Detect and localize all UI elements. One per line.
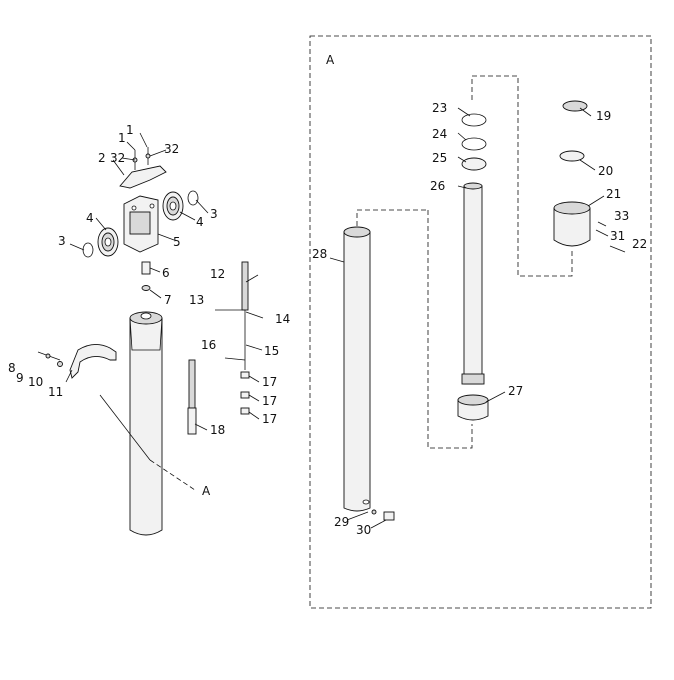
washer	[141, 285, 151, 291]
washer-29	[371, 509, 377, 515]
callout-16: 16	[201, 338, 216, 352]
detail-letter-a: A	[326, 53, 335, 67]
callout-14: 14	[275, 312, 290, 326]
link-17a	[240, 371, 250, 379]
callout-2: 2	[98, 151, 106, 165]
callout-3b: 3	[210, 207, 218, 221]
wheel-left	[97, 227, 119, 257]
washer-32b	[145, 153, 151, 159]
callout-a-left: A	[202, 484, 211, 498]
callout-29: 29	[334, 515, 349, 529]
callout-4a: 4	[86, 211, 94, 225]
pin-33	[597, 221, 607, 227]
pin-16	[224, 357, 246, 361]
pin	[141, 261, 151, 275]
wheel-right	[162, 191, 184, 221]
ring-20	[559, 150, 585, 162]
callout-9: 9	[16, 371, 24, 385]
callout-18: 18	[210, 423, 225, 437]
callout-12: 12	[210, 267, 225, 281]
callout-22: 22	[632, 237, 647, 251]
callout-1a: 1	[118, 131, 126, 145]
screw-22	[609, 245, 626, 253]
sleeve	[457, 394, 489, 421]
snap-ring-left	[82, 242, 94, 258]
callout-28: 28	[312, 247, 327, 261]
callout-17b: 17	[262, 394, 277, 408]
detail-a-frame	[309, 35, 652, 609]
nut-10	[57, 361, 63, 367]
callout-1b: 1	[126, 123, 134, 137]
callout-26: 26	[430, 179, 445, 193]
callout-7: 7	[164, 293, 172, 307]
callout-4b: 4	[196, 215, 204, 229]
callout-27: 27	[508, 384, 523, 398]
link-17c	[240, 407, 250, 415]
callout-11: 11	[48, 385, 63, 399]
callout-10: 10	[28, 375, 43, 389]
callout-13: 13	[189, 293, 204, 307]
chain-18	[188, 359, 196, 409]
dashed-connector-2	[356, 209, 428, 226]
callout-6: 6	[162, 266, 170, 280]
chain	[241, 261, 249, 311]
ring-25	[461, 157, 487, 171]
body-hole-2	[149, 203, 155, 209]
callout-21: 21	[606, 187, 621, 201]
leader-lines	[65, 107, 605, 529]
inner-tube	[461, 182, 485, 385]
callout-17a: 17	[262, 375, 277, 389]
washer-9	[45, 353, 51, 359]
callout-19: 19	[596, 109, 611, 123]
callout-23: 23	[432, 101, 447, 115]
plug-30	[383, 511, 395, 521]
clamp	[69, 344, 117, 379]
callout-17c: 17	[262, 412, 277, 426]
outer-tube	[343, 226, 371, 512]
head-21	[553, 201, 591, 247]
callout-32b: 32	[164, 142, 179, 156]
snap-ring-right	[187, 190, 199, 206]
callout-32a: 32	[110, 151, 125, 165]
ring-23	[461, 113, 487, 127]
callout-8: 8	[8, 361, 16, 375]
callout-33: 33	[614, 209, 629, 223]
leader-a	[99, 394, 151, 461]
dashed-connector-3	[427, 210, 473, 449]
callout-3a: 3	[58, 234, 66, 248]
link-17b	[240, 391, 250, 399]
dashed-connector-1	[471, 75, 573, 277]
seal-19	[562, 100, 588, 112]
callout-31: 31	[610, 229, 625, 243]
dashed-leader-a	[149, 459, 196, 491]
callout-15: 15	[264, 344, 279, 358]
body-hole-1	[131, 205, 137, 211]
callout-24: 24	[432, 127, 447, 141]
callout-30: 30	[356, 523, 371, 537]
ring-24	[461, 137, 487, 151]
main-cylinder	[129, 311, 163, 536]
screw-31	[595, 229, 609, 237]
top-bracket	[119, 165, 167, 189]
callout-20: 20	[598, 164, 613, 178]
trolley-plate	[129, 211, 151, 235]
callout-5: 5	[173, 235, 181, 249]
hook-18	[187, 407, 197, 435]
callout-25: 25	[432, 151, 447, 165]
